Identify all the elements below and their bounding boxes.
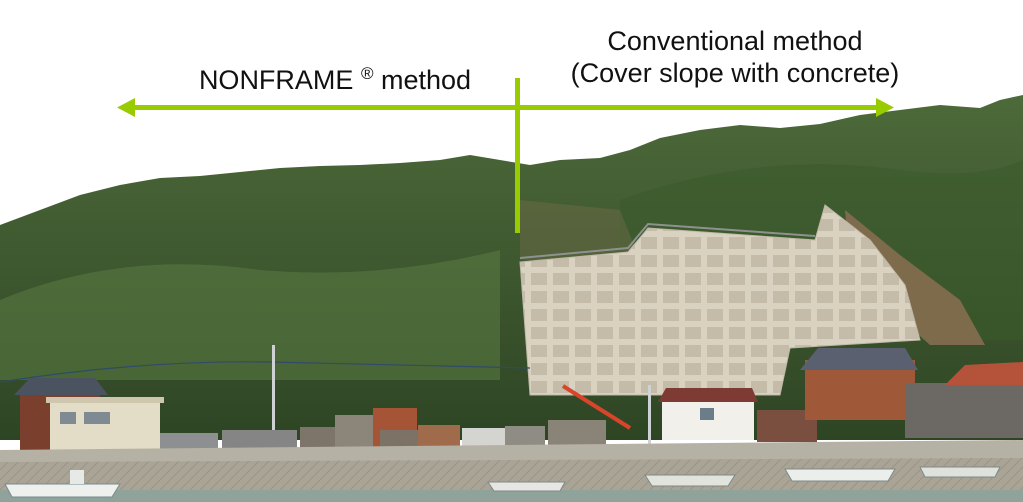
- boat: [919, 466, 1001, 478]
- horizontal-arrow-shaft: [132, 105, 880, 110]
- arrow-left-head-icon: [117, 98, 135, 117]
- label-text-suffix: method: [381, 65, 472, 95]
- boat: [4, 483, 121, 498]
- arrow-right-head-icon: [876, 98, 894, 117]
- boat: [487, 481, 566, 492]
- conventional-method-label: Conventional method (Cover slope with co…: [530, 26, 940, 90]
- boat: [784, 468, 896, 482]
- harbor-water: [0, 490, 1023, 502]
- divider-vertical-line: [515, 78, 520, 233]
- annotation-arrows: [117, 78, 894, 233]
- conventional-method-subtitle: (Cover slope with concrete): [570, 57, 900, 88]
- conventional-method-title: Conventional method: [607, 26, 863, 56]
- nonframe-method-label: NONFRAME ® method: [160, 64, 510, 97]
- label-text: NONFRAME: [198, 65, 354, 95]
- registered-mark: ®: [360, 64, 374, 83]
- boat: [644, 474, 736, 487]
